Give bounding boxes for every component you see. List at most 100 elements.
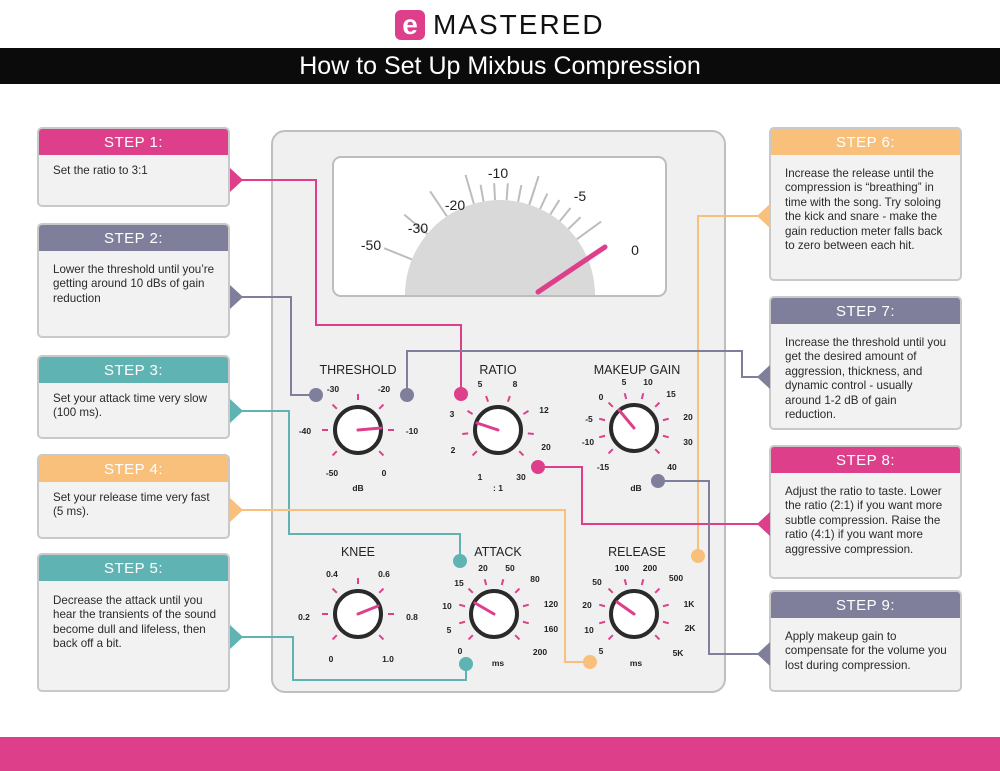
- knob-scale-label: 20: [478, 563, 488, 573]
- knee-knob[interactable]: 0.4 0.6 0.8 1.0 0 0.2: [298, 569, 418, 664]
- knob-tick: [623, 392, 628, 400]
- connector-step-7: [406, 350, 762, 393]
- pointer-step-9: [757, 642, 770, 666]
- ratio-knob[interactable]: 5 8 12 20 30 1 2 3 : 1: [450, 379, 551, 493]
- meter-tick: [479, 184, 485, 202]
- step-title: STEP 8:: [771, 447, 960, 473]
- step-title: STEP 9:: [771, 592, 960, 618]
- step-text: Set your release time very fast (5 ms).: [53, 491, 210, 519]
- step-card-2: STEP 2: Lower the threshold until you’re…: [37, 223, 230, 338]
- meter-label: -50: [361, 237, 381, 253]
- meter-tick: [539, 193, 549, 210]
- connector-step-4: [238, 509, 589, 663]
- knob-tick: [662, 620, 670, 625]
- knob-scale-label: -15: [597, 462, 610, 472]
- knob-tick: [662, 434, 670, 439]
- knob-tick: [527, 432, 534, 436]
- knob-unit: ms: [630, 658, 643, 668]
- knob-scale-label: 20: [582, 600, 592, 610]
- knob-scale-label: 1.0: [382, 654, 394, 664]
- step-card-7: STEP 7: Increase the threshold until you…: [769, 296, 962, 430]
- knob-title-ratio: RATIO: [479, 363, 517, 377]
- knob-unit: dB: [630, 483, 641, 493]
- knob-tick: [662, 417, 670, 422]
- connector-step-8: [540, 466, 762, 525]
- step-title: STEP 5:: [39, 555, 228, 581]
- connector-step-3: [238, 410, 461, 561]
- knob-tick: [458, 603, 466, 608]
- logo-mark: e: [395, 10, 425, 40]
- knob-scale-label: -20: [378, 384, 391, 394]
- knob-tick: [471, 450, 478, 457]
- dot-ratio-step-1: [454, 387, 468, 401]
- knob-scale-label: 160: [544, 624, 558, 634]
- knob-scale-label: 0.4: [326, 569, 338, 579]
- knob-scale-label: 30: [516, 472, 526, 482]
- meter-tick: [549, 199, 561, 215]
- knob-title-threshold: THRESHOLD: [319, 363, 396, 377]
- knob-tick: [331, 634, 338, 641]
- dot-ratio-step-8: [531, 460, 545, 474]
- knob-tick: [607, 634, 614, 641]
- knob-tick: [518, 450, 525, 457]
- knob-title-attack: ATTACK: [474, 545, 522, 559]
- step-text: Adjust the ratio to taste. Lower the rat…: [785, 485, 943, 556]
- knob-tick: [598, 434, 606, 439]
- meter-label: -30: [408, 220, 428, 236]
- knob-tick: [485, 395, 490, 403]
- knob-scale-label: 50: [592, 577, 602, 587]
- step-text: Set the ratio to 3:1: [53, 164, 148, 177]
- knob-scale-label: 12: [539, 405, 549, 415]
- makeup-gain-knob[interactable]: 5 10 15 20 30 40 -15 -10 -5 0 dB: [582, 377, 693, 493]
- threshold-knob[interactable]: -30 -20 -10 0 -50 -40 dB: [299, 384, 419, 493]
- knob-tick: [598, 603, 606, 608]
- knob-title-knee: KNEE: [341, 545, 375, 559]
- meter-tick: [505, 183, 509, 201]
- connector-step-5: [238, 636, 467, 681]
- knob-scale-label: 200: [643, 563, 657, 573]
- knob-tick: [607, 587, 614, 594]
- meter-tick: [464, 174, 475, 204]
- step-title: STEP 1:: [39, 129, 228, 155]
- knob-scale-label: 2K: [685, 623, 697, 633]
- dot-threshold-step-2: [309, 388, 323, 402]
- step-title: STEP 4:: [39, 456, 228, 482]
- meter-needle: [535, 244, 608, 295]
- knob-tick: [654, 448, 661, 455]
- knob-scale-label: -40: [299, 426, 312, 436]
- step-text: Increase the release until the compressi…: [785, 167, 943, 253]
- knob-tick: [500, 578, 505, 586]
- knob-scale-label: 20: [683, 412, 693, 422]
- knob-scale-label: 5K: [673, 648, 685, 658]
- knob-scale-label: 8: [513, 379, 518, 389]
- knob-scale-label: -30: [327, 384, 340, 394]
- step-text: Set your attack time very slow (100 ms).: [53, 392, 207, 420]
- knob-scale-label: -10: [406, 426, 419, 436]
- dot-release-step-6: [691, 549, 705, 563]
- step-card-3: STEP 3: Set your attack time very slow (…: [37, 355, 230, 439]
- gain-reduction-meter: -50 -30 -20 -10 -5 0: [332, 156, 667, 297]
- meter-tick: [567, 216, 582, 230]
- pointer-step-7: [757, 365, 770, 389]
- brand-name: MASTERED: [433, 9, 605, 40]
- pointer-step-8: [757, 512, 770, 536]
- knob-tick: [378, 450, 385, 457]
- knob-scale-label: 0: [458, 646, 463, 656]
- step-title: STEP 3:: [39, 357, 228, 383]
- knob-scale-label: 10: [442, 601, 452, 611]
- step-text: Increase the threshold until you get the…: [785, 336, 947, 422]
- knob-tick: [522, 410, 530, 415]
- attack-knob[interactable]: 20 50 80 120 160 200 0 5 10 15 ms: [442, 563, 558, 668]
- step-text: Decrease the attack until you hear the t…: [53, 594, 217, 651]
- connector-dots: [309, 387, 705, 671]
- footer-bar: [0, 737, 1000, 771]
- knob-title-release: RELEASE: [608, 545, 666, 559]
- step-title: STEP 7:: [771, 298, 960, 324]
- meter-ticks: [383, 174, 602, 261]
- connector-step-6: [697, 215, 762, 556]
- knob-tick: [331, 403, 338, 410]
- release-knob[interactable]: 100 200 500 1K 2K 5K 5 10 20 50 ms: [582, 563, 696, 668]
- knob-tick: [514, 587, 521, 594]
- knob-scale-label: 200: [533, 647, 547, 657]
- knob-tick: [467, 587, 474, 594]
